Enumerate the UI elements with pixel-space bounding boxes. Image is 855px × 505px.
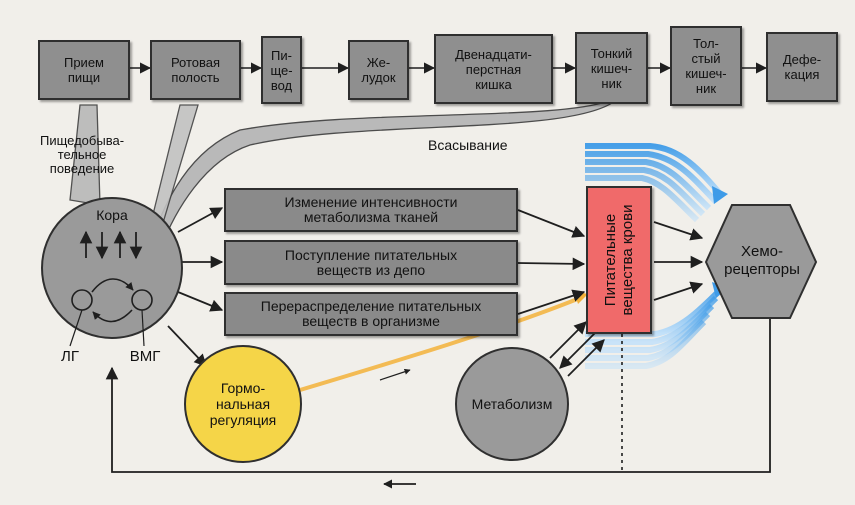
vmg-label: ВМГ	[129, 348, 161, 365]
effect-depot-release: Поступление питательных веществ из депо	[224, 240, 518, 285]
effect-depot-release-label: Поступление питательных веществ из депо	[284, 246, 458, 278]
effect-metabolism-rate: Изменение интенсивности метаболизма ткан…	[224, 188, 518, 232]
pipeline-duodenum: Двенадцати- перстная кишка	[434, 34, 553, 104]
effect-metabolism-rate-label: Изменение интенсивности метаболизма ткан…	[284, 194, 458, 225]
chemoreceptor-hexagon	[704, 204, 818, 319]
pipeline-oral-cavity: Ротовая полость	[150, 40, 241, 100]
pipeline-stomach-label: Же- лудок	[361, 55, 396, 85]
pipeline-small-intestine-label: Тонкий кишеч- ник	[590, 45, 633, 91]
effect-redistribution-label: Перераспределение питательных веществ в …	[260, 298, 482, 329]
hormonal-circle	[184, 345, 302, 463]
blue-bundle-top	[585, 143, 725, 223]
metabolism-label: Метаболизм	[471, 396, 553, 412]
pipeline-ingestion: Прием пищи	[38, 40, 130, 100]
pipeline-large-intestine-label: Тол- стый кишеч- ник	[685, 36, 727, 96]
feeding-behavior-label: Пищедобыва- тельное поведение	[40, 133, 125, 176]
blue-bundle-bottom	[585, 287, 723, 369]
blood-nutrients-box	[586, 186, 652, 334]
pipeline-oral-cavity-label: Ротовая полость	[170, 55, 221, 85]
pipeline-defecation-label: Дефе- кация	[782, 52, 822, 82]
pipeline-large-intestine: Тол- стый кишеч- ник	[670, 26, 742, 106]
cortex-label: Кора	[96, 207, 128, 223]
pipeline-duodenum-label: Двенадцати- перстная кишка	[455, 46, 532, 92]
absorption-label: Всасывание	[428, 137, 508, 153]
cortex-arrows	[105, 207, 771, 489]
pipeline-ingestion-label: Прием пищи	[63, 55, 104, 85]
pipeline-defecation: Дефе- кация	[766, 32, 838, 102]
cortex-internal-arrows	[79, 230, 143, 260]
pipeline-esophagus: Пи- ще- вод	[261, 36, 302, 104]
metabolism-circle	[455, 347, 569, 461]
blood-nutrients-label: Питательные вещества крови	[602, 204, 636, 316]
chemoreceptors-label: Хемо- рецепторы	[724, 243, 800, 278]
hormonal-label: Гормо- нальная регуляция	[209, 380, 277, 428]
pipeline-small-intestine: Тонкий кишеч- ник	[575, 32, 648, 104]
lg-label: ЛГ	[61, 348, 79, 365]
pipeline-stomach: Же- лудок	[348, 40, 409, 100]
cortex-circle	[41, 197, 183, 339]
effect-redistribution: Перераспределение питательных веществ в …	[224, 292, 518, 336]
orange-flow	[299, 296, 581, 392]
pipeline-esophagus-label: Пи- ще- вод	[270, 47, 293, 93]
